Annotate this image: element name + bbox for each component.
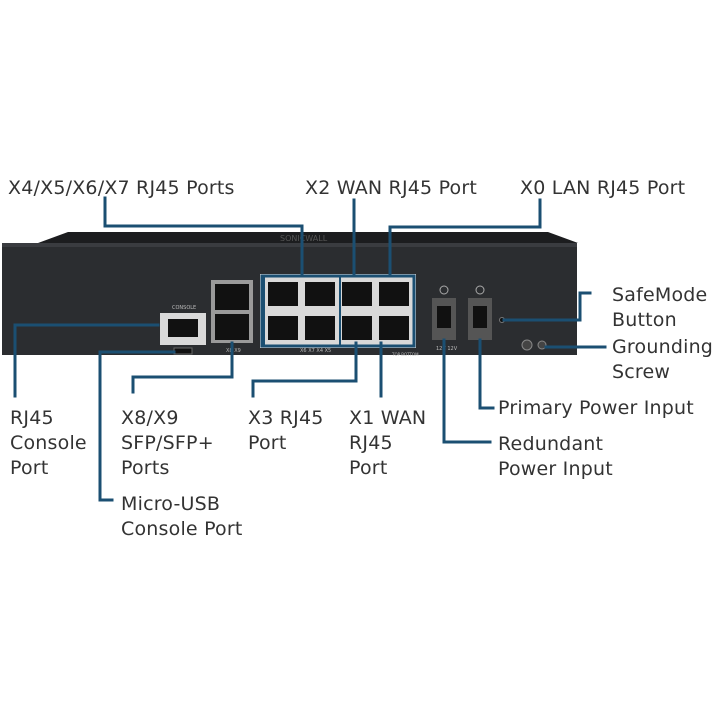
power-label: 12V 12V xyxy=(436,346,458,352)
ground-symbol-icon xyxy=(537,340,547,350)
console-label: CONSOLE xyxy=(172,305,196,311)
redundant-power-jack xyxy=(437,306,451,328)
label-grounding-screw: Grounding Screw xyxy=(612,336,714,383)
rj45-jacks xyxy=(268,282,409,340)
label-primary-power: Primary Power Input xyxy=(498,397,694,419)
power-symbol-icon xyxy=(475,285,485,295)
label-x8-x9-sfp: X8/X9 SFP/SFP+ Ports xyxy=(121,407,214,479)
label-x3-port: X3 RJ45 Port xyxy=(248,407,324,454)
primary-power-jack xyxy=(473,306,487,328)
label-safemode-button: SafeMode Button xyxy=(612,284,708,331)
rj45-port-labels: X6 X7 X4 X5 xyxy=(300,348,331,354)
power-symbol-icon xyxy=(439,285,449,295)
label-x1-wan-port: X1 WAN RJ45 Port xyxy=(349,407,427,479)
chassis-top xyxy=(38,232,578,243)
label-redundant-power: Redundant Power Input xyxy=(498,433,613,480)
sfp-port-x8 xyxy=(215,284,249,310)
sfp-port-x9 xyxy=(215,314,249,340)
label-x4-x7-ports: X4/X5/X6/X7 RJ45 Ports xyxy=(8,177,235,199)
rj45-console-jack xyxy=(168,319,198,337)
top-bottom-label: TOP BOTTOM xyxy=(391,352,419,357)
leader-lines xyxy=(13,196,607,502)
brand-logo: SONICWALL xyxy=(280,234,328,243)
label-rj45-console-port: RJ45 Console Port xyxy=(10,407,87,479)
label-micro-usb-console: Micro-USB Console Port xyxy=(121,493,243,540)
chassis-edge xyxy=(2,243,577,247)
label-x2-wan-port: X2 WAN RJ45 Port xyxy=(305,177,478,199)
label-x0-lan-port: X0 LAN RJ45 Port xyxy=(520,177,686,199)
grounding-screw xyxy=(521,339,533,351)
micro-usb-port xyxy=(173,347,193,355)
